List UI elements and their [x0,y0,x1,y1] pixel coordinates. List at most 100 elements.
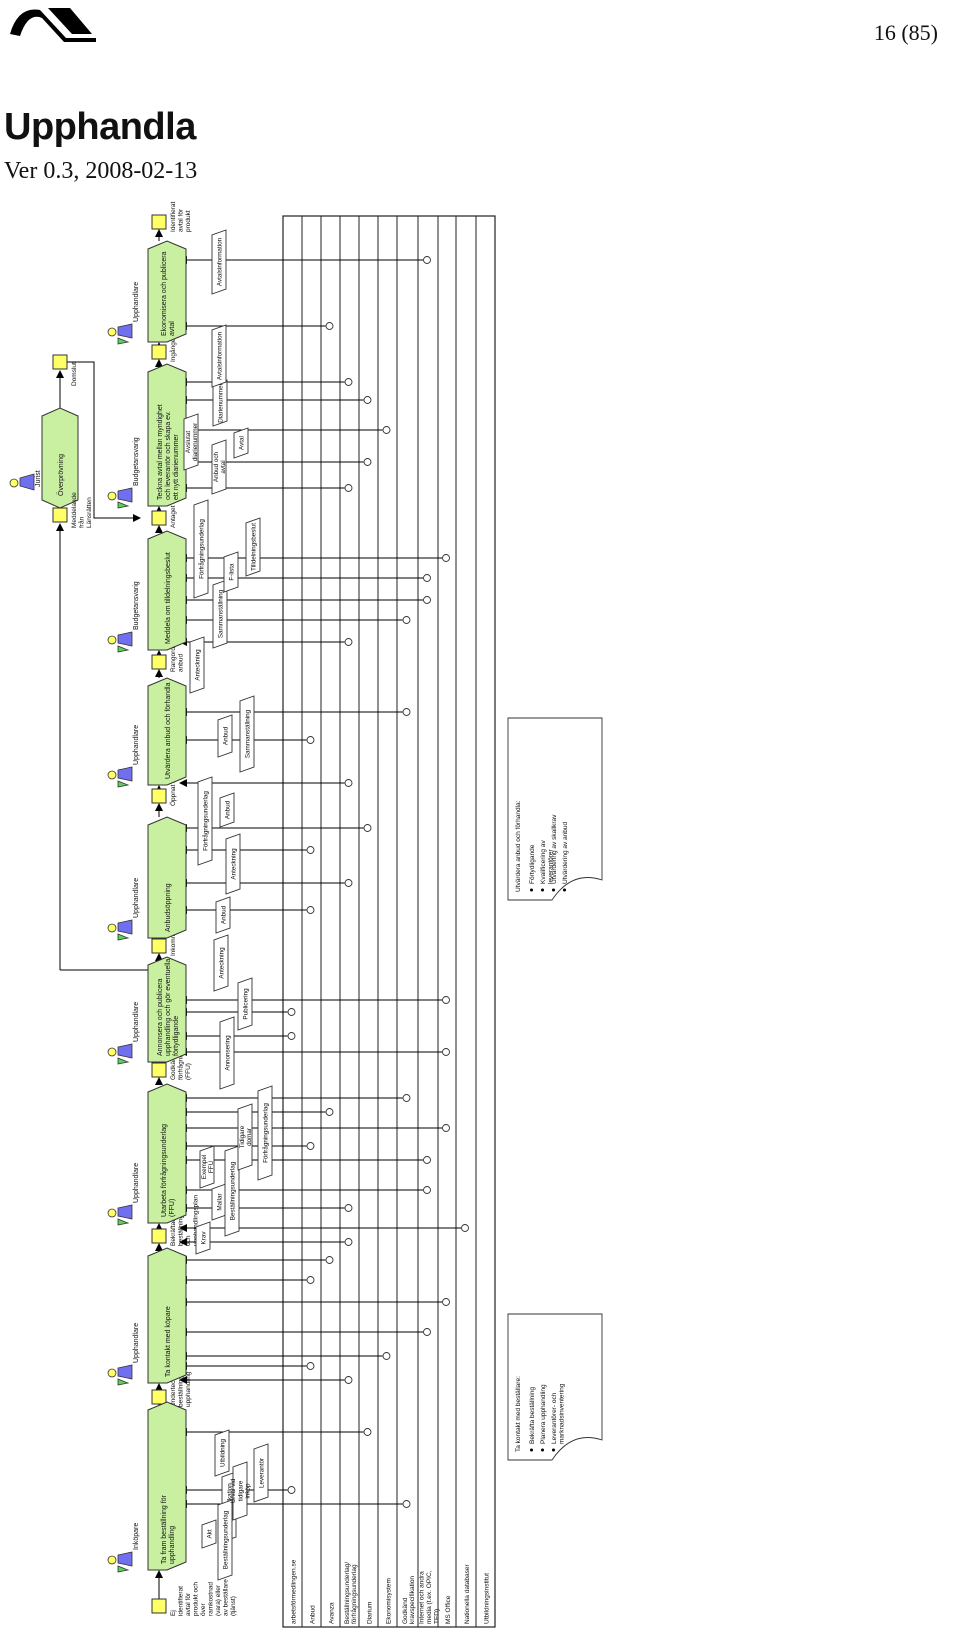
function-label: Ekonomisera och publiceraavtal [161,251,176,336]
role-label: Budgetansvarig [133,437,140,486]
document-symbol: Urval vidtidigareinköp [230,1461,252,1521]
resource-label: Utbildningsinstitut [484,1573,491,1624]
note-contact: Ta kontakt med beställare:Bekräfta bestä… [507,1313,603,1461]
event-label: Domslut [71,362,78,386]
document-symbol: Annonsering [219,1016,235,1090]
resource-junction [344,779,353,787]
function-label: Annonsera och publiceraupphandling och g… [157,959,180,1056]
function-label: Utarbeta förfrågningsunderlag(FFU) [160,1124,176,1217]
document-symbol: Krav [195,1221,211,1255]
document-label: Urval vidtidigareinköp [230,1478,251,1503]
resource-grid-frame [282,215,496,1628]
role-label: Upphandlare [133,282,140,322]
review-branch: ÖverprövningJuristMeddelandefrånLänsrätt… [9,354,93,528]
document-label: Diarienummer [218,383,225,423]
document-symbol: Tilldelningsbeslut [245,517,261,577]
resource-junction [382,426,391,434]
document-label: Leverantör [259,1458,266,1488]
resource-junction [423,1156,431,1164]
resource-junction [423,1328,431,1336]
document-label: Tilldelningsbeslut [251,523,258,571]
document-title: Upphandla [4,106,196,148]
resource-junction [423,596,431,604]
diagram-connectors [56,229,469,1599]
document-label: Akt [207,1529,214,1538]
resource-label: MS Office [445,1595,452,1624]
role-label: Budgetansvarig [133,581,140,630]
process-flow: Ejidentifieratavtal förprodukt ochöverra… [9,201,237,1616]
resource-junction [344,1204,353,1212]
role-icon [107,766,133,788]
resource-label: Ekonomisystem [386,1578,393,1624]
document-label: Publicering [243,988,250,1020]
document-symbol: Publicering [237,977,253,1031]
event-marker [151,788,167,804]
document-label: Sammanställning [245,709,252,758]
document-label: Förfrågningsunderlag [202,791,210,851]
resource-junction [363,1428,372,1436]
document-symbol: Anbud [219,792,235,828]
function-label: Anbudsöppning [165,883,172,932]
note-item: Utvärdering av anbud [562,821,569,884]
function-box [147,363,187,507]
note-item: Leverantörer- ochmarknadsinventering [551,1383,565,1444]
document-label: Avtal [239,436,246,450]
event-label: Ingånget avtal [169,321,177,362]
resource-junction [344,484,353,492]
document-symbol: Sammanställning [239,695,255,773]
resource-junction [306,906,315,914]
function-label: Utvärdera anbud och förhandla [165,682,172,779]
resource-junction [363,824,372,832]
resource-junction [344,1238,353,1246]
resource-junction [344,378,353,386]
document-label: ExempelFFU [201,1155,215,1180]
resource-junction [423,1186,431,1194]
document-label: Tidigaredomar [239,1125,253,1148]
resource-junction [287,1032,296,1040]
resource-junction [442,1048,450,1056]
document-label: Sammanställning [218,589,225,638]
resource-label: Avanza [329,1602,336,1624]
function-box [147,1083,187,1224]
document-label: Mallar [217,1193,224,1210]
resource-junction [402,708,411,716]
resource-junction [382,1352,391,1360]
event-marker [151,1389,167,1405]
document-label: Anbud [221,905,228,924]
document-label: Anteckning [231,848,238,880]
document-symbol: Anteckning [189,636,205,694]
resource-junction [423,574,431,582]
document-symbol: ExempelFFU [199,1145,215,1189]
resource-junction [325,1108,334,1116]
resource-junction [402,1500,411,1508]
document-label: Avtalsinformation [217,331,224,380]
resource-junction [325,322,334,330]
role-icon [107,1204,133,1226]
document-label: Förfrågningsunderlag [198,519,206,579]
document-label: Krav [201,1231,208,1245]
resource-label: arbetsförmedlingen.se [291,1559,298,1624]
note-item: Planera upphandling [540,1384,547,1444]
role-label: Upphandlare [133,725,140,765]
document-symbol: Anbud ochavtal [211,439,227,495]
document-symbol: Förfrågningsunderlag [193,499,209,599]
event-label: Ejidentifieratavtal förprodukt ochöverra… [170,1579,237,1616]
document-label: F-lista [229,563,236,581]
document-label: Anteckning [195,649,202,681]
document-symbol: Akt [201,1519,217,1549]
document-symbols: KravspecifikationAktBeställningsunderlag… [183,229,273,1581]
resource-junction [442,1124,450,1132]
event-marker [151,938,167,954]
resource-label: Beställningsunderlag/förfrågningsunderla… [344,1562,358,1624]
document-version: Ver 0.3, 2008-02-13 [4,158,198,184]
resource-junction [442,554,450,562]
event-marker [52,354,68,370]
event-marker [151,214,167,230]
document-symbol: Avtalsinformation [211,229,227,295]
document-symbol: Avtalsinformation [211,324,227,388]
resource-junction [363,396,372,404]
event-label: Antaget anbud [170,485,177,528]
document-label: Beställningsunderlag [223,1510,230,1569]
function-box [147,530,187,651]
